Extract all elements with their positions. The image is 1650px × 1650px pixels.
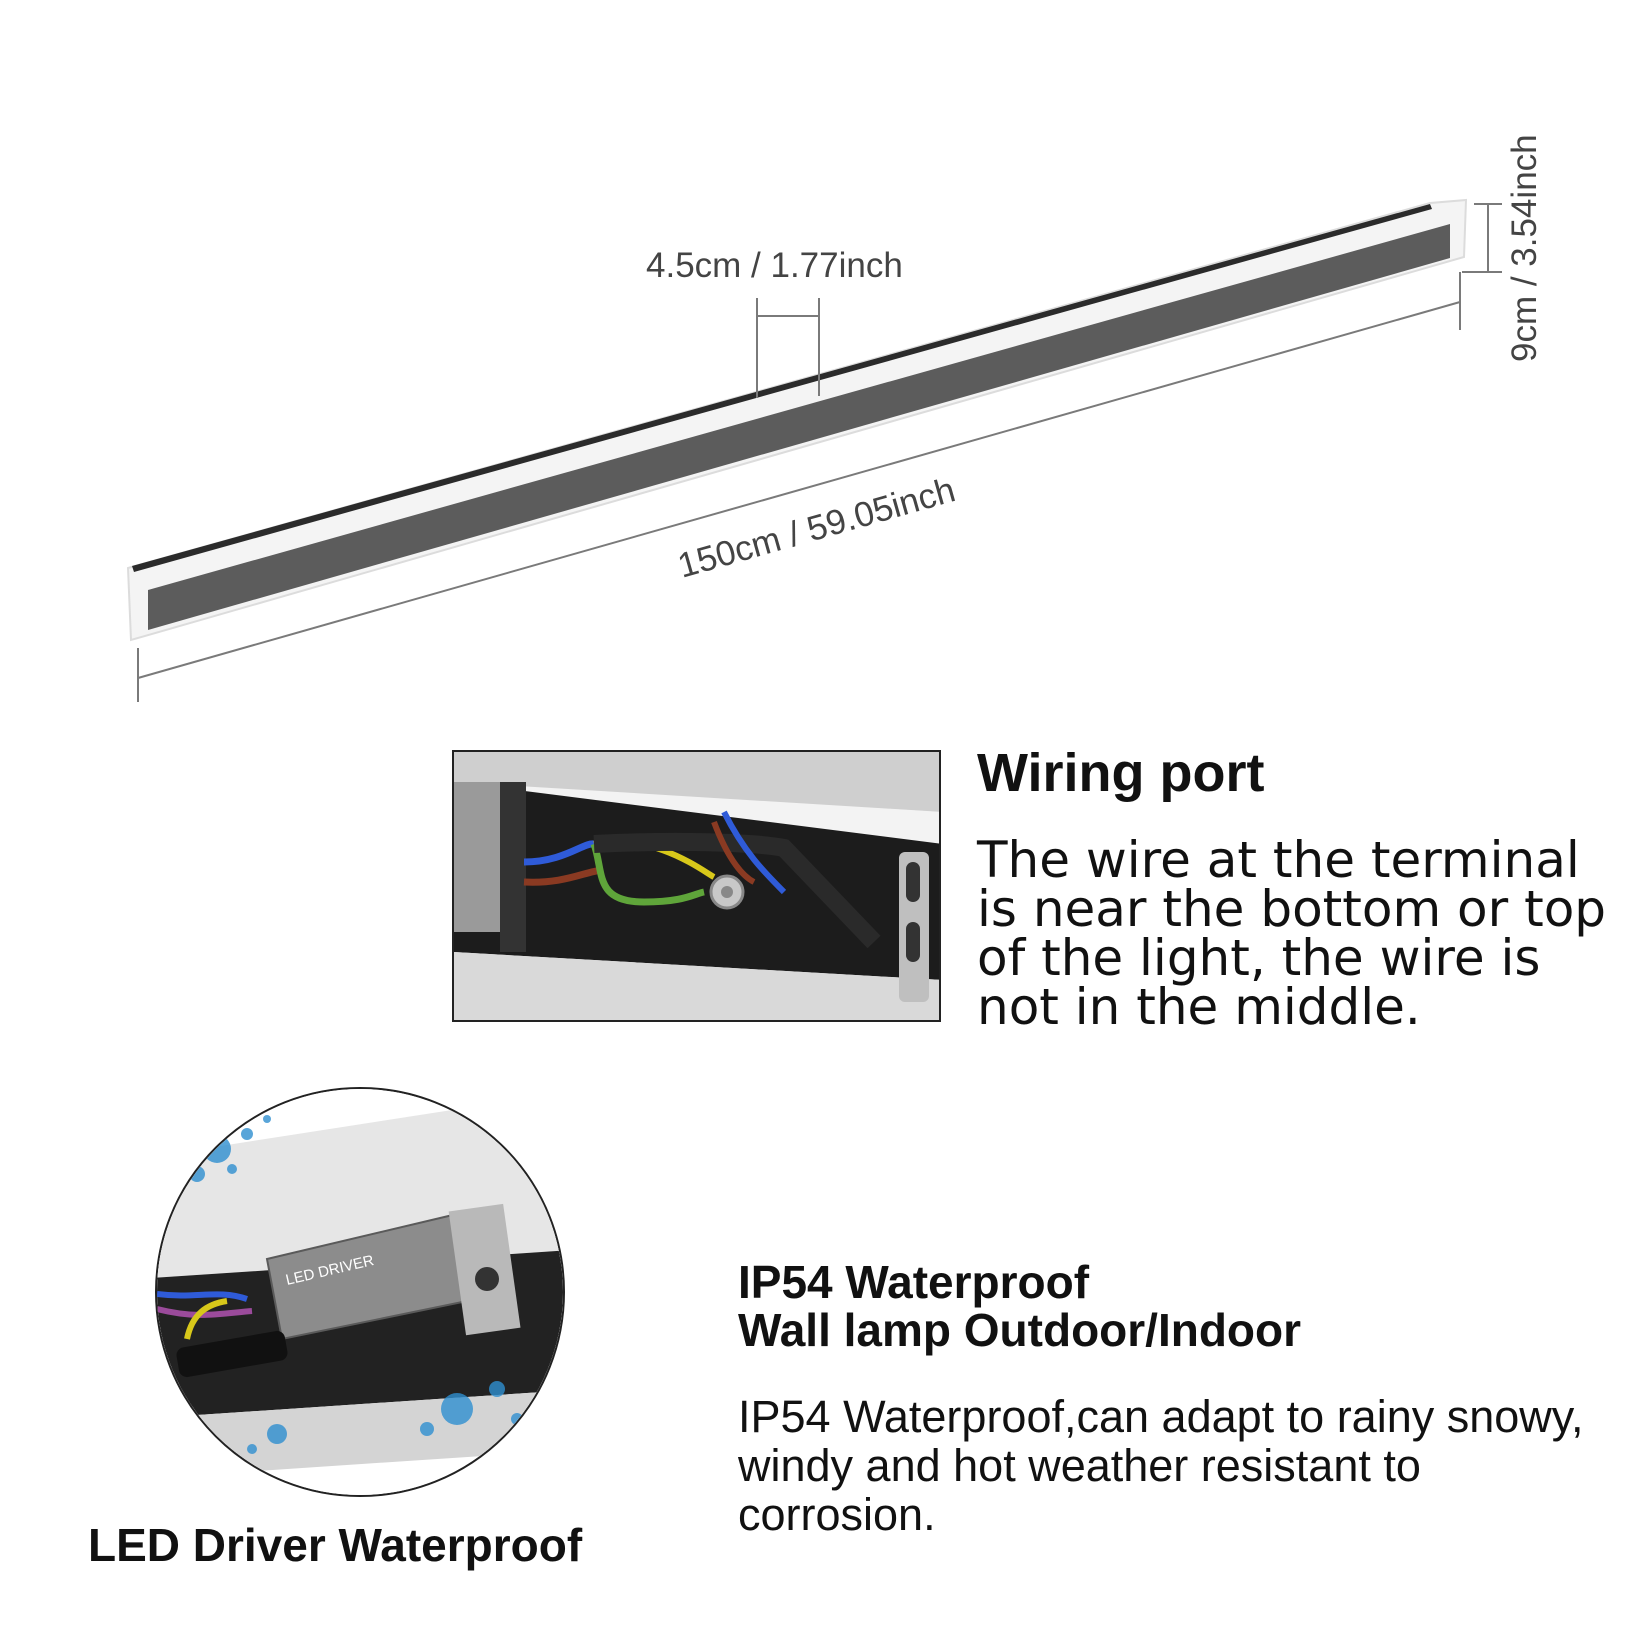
ip-rating-description: IP54 Waterproof,can adapt to rainy snowy…: [738, 1391, 1584, 1540]
wiring-port-photo: [452, 750, 941, 1022]
led-driver-caption: LED Driver Waterproof: [88, 1519, 583, 1571]
length-dimension-line: [137, 301, 1461, 679]
width-dimension-label: 4.5cm / 1.77inch: [646, 246, 903, 285]
length-dimension-label: 150cm / 59.05inch: [674, 470, 960, 585]
lamp-dimension-diagram: 4.5cm / 1.77inch 150cm / 59.05inch 9cm /…: [126, 134, 1544, 702]
lamp-body: [126, 198, 1468, 642]
led-driver-illustration: LED DRIVER: [157, 1089, 563, 1495]
dimension-lines: [137, 203, 1502, 702]
water-splash-bottom: [247, 1381, 523, 1454]
ip-rating-subtitle: Wall lamp Outdoor/Indoor: [738, 1304, 1302, 1356]
lamp-panel: [148, 224, 1450, 630]
led-driver-photo: LED DRIVER: [155, 1087, 565, 1497]
height-dimension-label: 9cm / 3.54inch: [1505, 134, 1544, 362]
wiring-port-title: Wiring port: [977, 743, 1265, 803]
lamp-top-edge: [132, 204, 1432, 572]
wiring-port-description: The wire at the terminal is near the bot…: [977, 831, 1607, 1036]
ip-rating-title: IP54 Waterproof: [738, 1256, 1090, 1308]
wiring-port-illustration: [454, 752, 939, 1020]
